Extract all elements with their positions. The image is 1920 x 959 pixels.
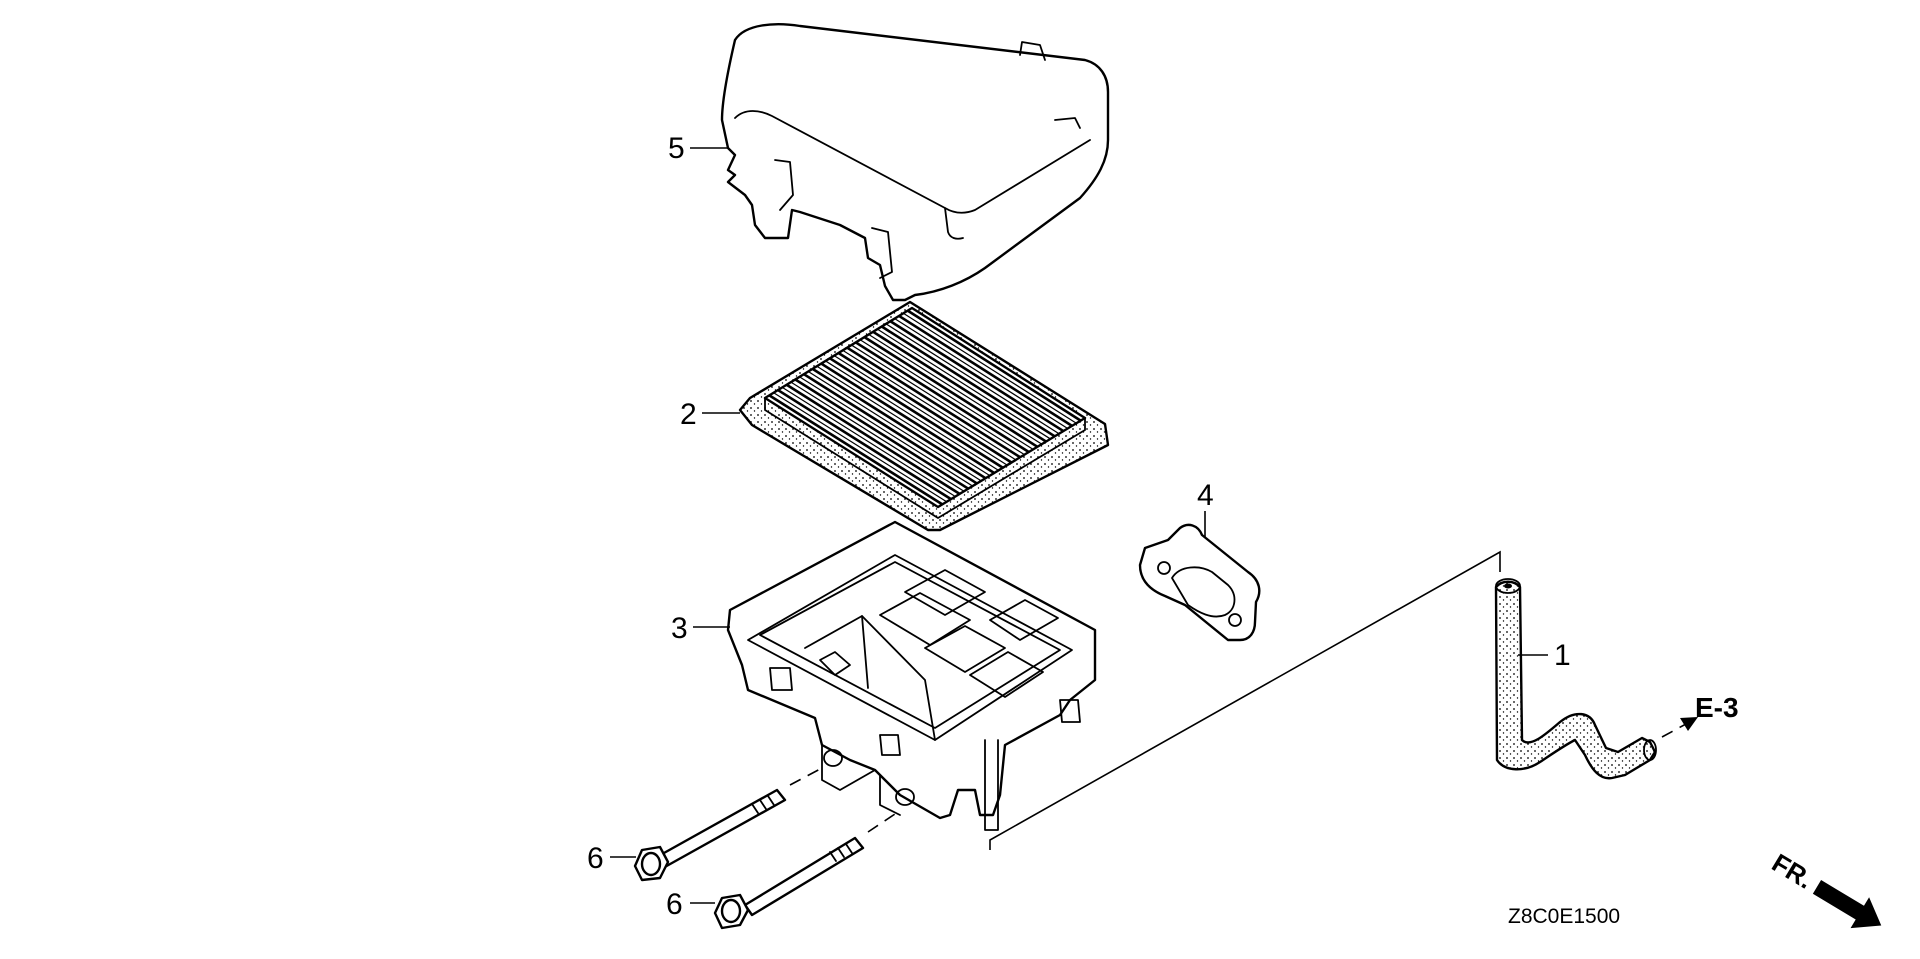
filter-pleat: [859, 339, 1034, 450]
filter-pleat: [837, 351, 1013, 464]
filter-pleat: [855, 341, 1030, 454]
filter-pleat: [906, 309, 1082, 422]
filter-pleat: [820, 362, 995, 475]
filter-pleat: [790, 381, 965, 492]
filter-pleat: [803, 373, 978, 485]
front-marker: FR.: [1767, 847, 1882, 929]
filter-pleat: [894, 318, 1069, 429]
callout-6-lower: 6: [666, 888, 683, 921]
front-marker-label: FR.: [1767, 847, 1818, 894]
filter-pleat: [799, 376, 973, 487]
filter-pleat: [885, 323, 1060, 435]
bolt-upper-assembly-line: [789, 767, 823, 786]
filter-pleat: [846, 346, 1021, 459]
reference-arrow: [1661, 717, 1698, 738]
air-cleaner-case: [726, 520, 1097, 831]
filter-pleat: [872, 330, 1047, 443]
drain-connection-line: [989, 550, 1501, 850]
callout-4: 4: [1197, 479, 1214, 512]
filter-pleat: [851, 344, 1025, 456]
front-arrow-icon: [1812, 880, 1882, 929]
callout-6-upper: 6: [587, 842, 604, 875]
reference-label: E-3: [1695, 692, 1739, 723]
filter-pleat: [898, 314, 1073, 427]
filter-pleat: [781, 386, 956, 498]
filter-pleat: [764, 397, 939, 508]
filter-pleat: [794, 378, 969, 490]
filter-pleat: [881, 325, 1056, 438]
filter-pleat: [903, 312, 1077, 424]
filter-pleat: [785, 383, 961, 496]
filter-pleat: [811, 367, 987, 480]
filter-pleat: [829, 357, 1004, 469]
flange-bolt-lower: [713, 836, 865, 930]
callout-2: 2: [680, 398, 697, 431]
filter-pleat: [777, 388, 952, 501]
bolt-lower-assembly-line: [867, 811, 899, 833]
callout-5: 5: [668, 132, 685, 165]
filter-pleats: [764, 307, 1086, 508]
gasket: [1138, 523, 1261, 642]
filter-pleat: [825, 360, 999, 471]
flange-bolt-upper: [633, 788, 787, 882]
reference-arrow-line: [1661, 723, 1687, 738]
filter-pleat: [911, 307, 1086, 419]
filter-pleat: [868, 333, 1043, 445]
arrow-head-icon: [1680, 717, 1698, 731]
filter-pleat: [889, 320, 1065, 433]
filter-pleat: [863, 336, 1039, 448]
callout-1: 1: [1554, 639, 1571, 672]
air-cleaner-cover: [720, 23, 1110, 302]
air-filter-element: [738, 300, 1110, 532]
drawing-code: Z8C0E1500: [1508, 905, 1620, 928]
filter-pleat: [877, 328, 1051, 440]
filter-pleat: [773, 392, 947, 503]
filter-pleat: [816, 365, 991, 477]
breather-tube: [1494, 578, 1657, 780]
callout-3: 3: [671, 612, 688, 645]
filter-pleat: [807, 371, 982, 482]
filter-pleat: [833, 355, 1008, 466]
filter-pleat: [768, 394, 944, 506]
filter-pleat: [842, 349, 1017, 461]
